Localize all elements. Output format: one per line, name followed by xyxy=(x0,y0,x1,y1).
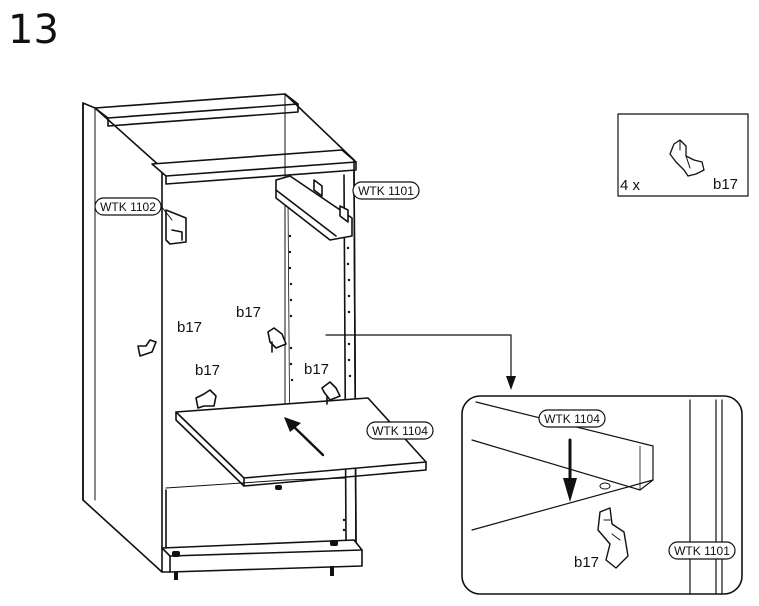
label-b17-left: b17 xyxy=(177,319,202,336)
feet xyxy=(172,485,338,580)
detail-label-wtk-1101: WTK 1101 xyxy=(674,544,730,558)
parts-quantity: 4 x xyxy=(620,177,641,194)
shelf-wtk-1104 xyxy=(175,397,427,487)
label-wtk-1102: WTK 1102 xyxy=(94,197,162,216)
step-number: 13 xyxy=(8,7,59,53)
rail-wtk-1102 xyxy=(165,209,187,245)
svg-text:WTK 1101: WTK 1101 xyxy=(358,184,414,198)
callout-line xyxy=(325,334,512,379)
label-b17-front-right: b17 xyxy=(304,361,329,378)
b17-clips xyxy=(195,327,341,409)
b17-clip-detail xyxy=(597,507,629,569)
parts-name: b17 xyxy=(713,176,738,193)
parts-box: 4 x b17 xyxy=(617,113,749,197)
b17-clip-3 xyxy=(321,381,341,401)
svg-text:WTK 1104: WTK 1104 xyxy=(372,424,428,438)
label-wtk-1104: WTK 1104 xyxy=(366,421,434,440)
label-b17-front-left: b17 xyxy=(195,362,220,379)
insert-arrow xyxy=(290,423,325,457)
detail-view: WTK 1104 WTK 1101 b17 xyxy=(461,395,743,595)
label-wtk-1101: WTK 1101 xyxy=(352,181,420,200)
svg-text:WTK 1102: WTK 1102 xyxy=(100,200,156,214)
shelf-holes xyxy=(288,230,352,532)
detail-label-b17: b17 xyxy=(574,554,599,571)
b17-clip-left-panel xyxy=(137,339,157,357)
b17-clip-2 xyxy=(195,389,217,409)
label-b17-top: b17 xyxy=(236,304,261,321)
b17-clip-1 xyxy=(267,327,287,349)
cabinet xyxy=(82,93,363,580)
rail-wtk-1101 xyxy=(275,175,353,241)
detail-label-wtk-1104: WTK 1104 xyxy=(544,412,600,426)
